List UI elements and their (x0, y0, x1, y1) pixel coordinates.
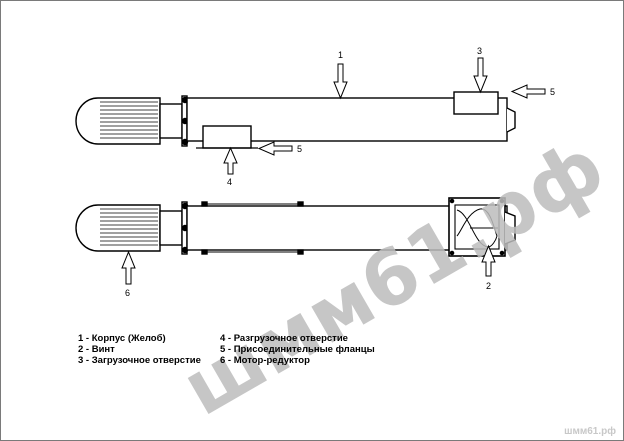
legend-right: 4 - Разгрузочное отверстие 5 - Присоедин… (220, 333, 375, 366)
legend-item-3: 3 - Загрузочное отверстие (78, 355, 201, 366)
callout-6: 6 (125, 288, 130, 298)
bottom-view (75, 197, 516, 257)
top-motor (75, 95, 189, 147)
legend-item-6: 6 - Мотор-редуктор (220, 355, 310, 366)
legend-item-1: 1 - Корпус (Желоб) (78, 333, 166, 344)
watermark: шмм61.рф (167, 121, 618, 433)
legend-left: 1 - Корпус (Желоб) 2 - Винт 3 - Загрузоч… (78, 333, 201, 366)
top-inlet (453, 91, 499, 115)
callout-2: 2 (486, 281, 491, 291)
callout-4: 4 (227, 177, 232, 187)
legend-item-4: 4 - Разгрузочное отверстие (220, 333, 348, 344)
legend-item-2: 2 - Винт (78, 344, 115, 355)
legend-item-5: 5 - Присоединительные фланцы (220, 344, 375, 355)
callout-5-top: 5 (550, 87, 555, 97)
watermark-small: шмм61.рф (564, 426, 616, 437)
screw-window (448, 197, 506, 257)
bottom-motor (75, 201, 189, 255)
top-view (75, 91, 516, 149)
callout-1: 1 (338, 50, 343, 60)
callout-3: 3 (477, 46, 482, 56)
callout-arrows (121, 57, 546, 285)
callout-5-middle: 5 (297, 144, 302, 154)
top-outlet (202, 125, 252, 149)
